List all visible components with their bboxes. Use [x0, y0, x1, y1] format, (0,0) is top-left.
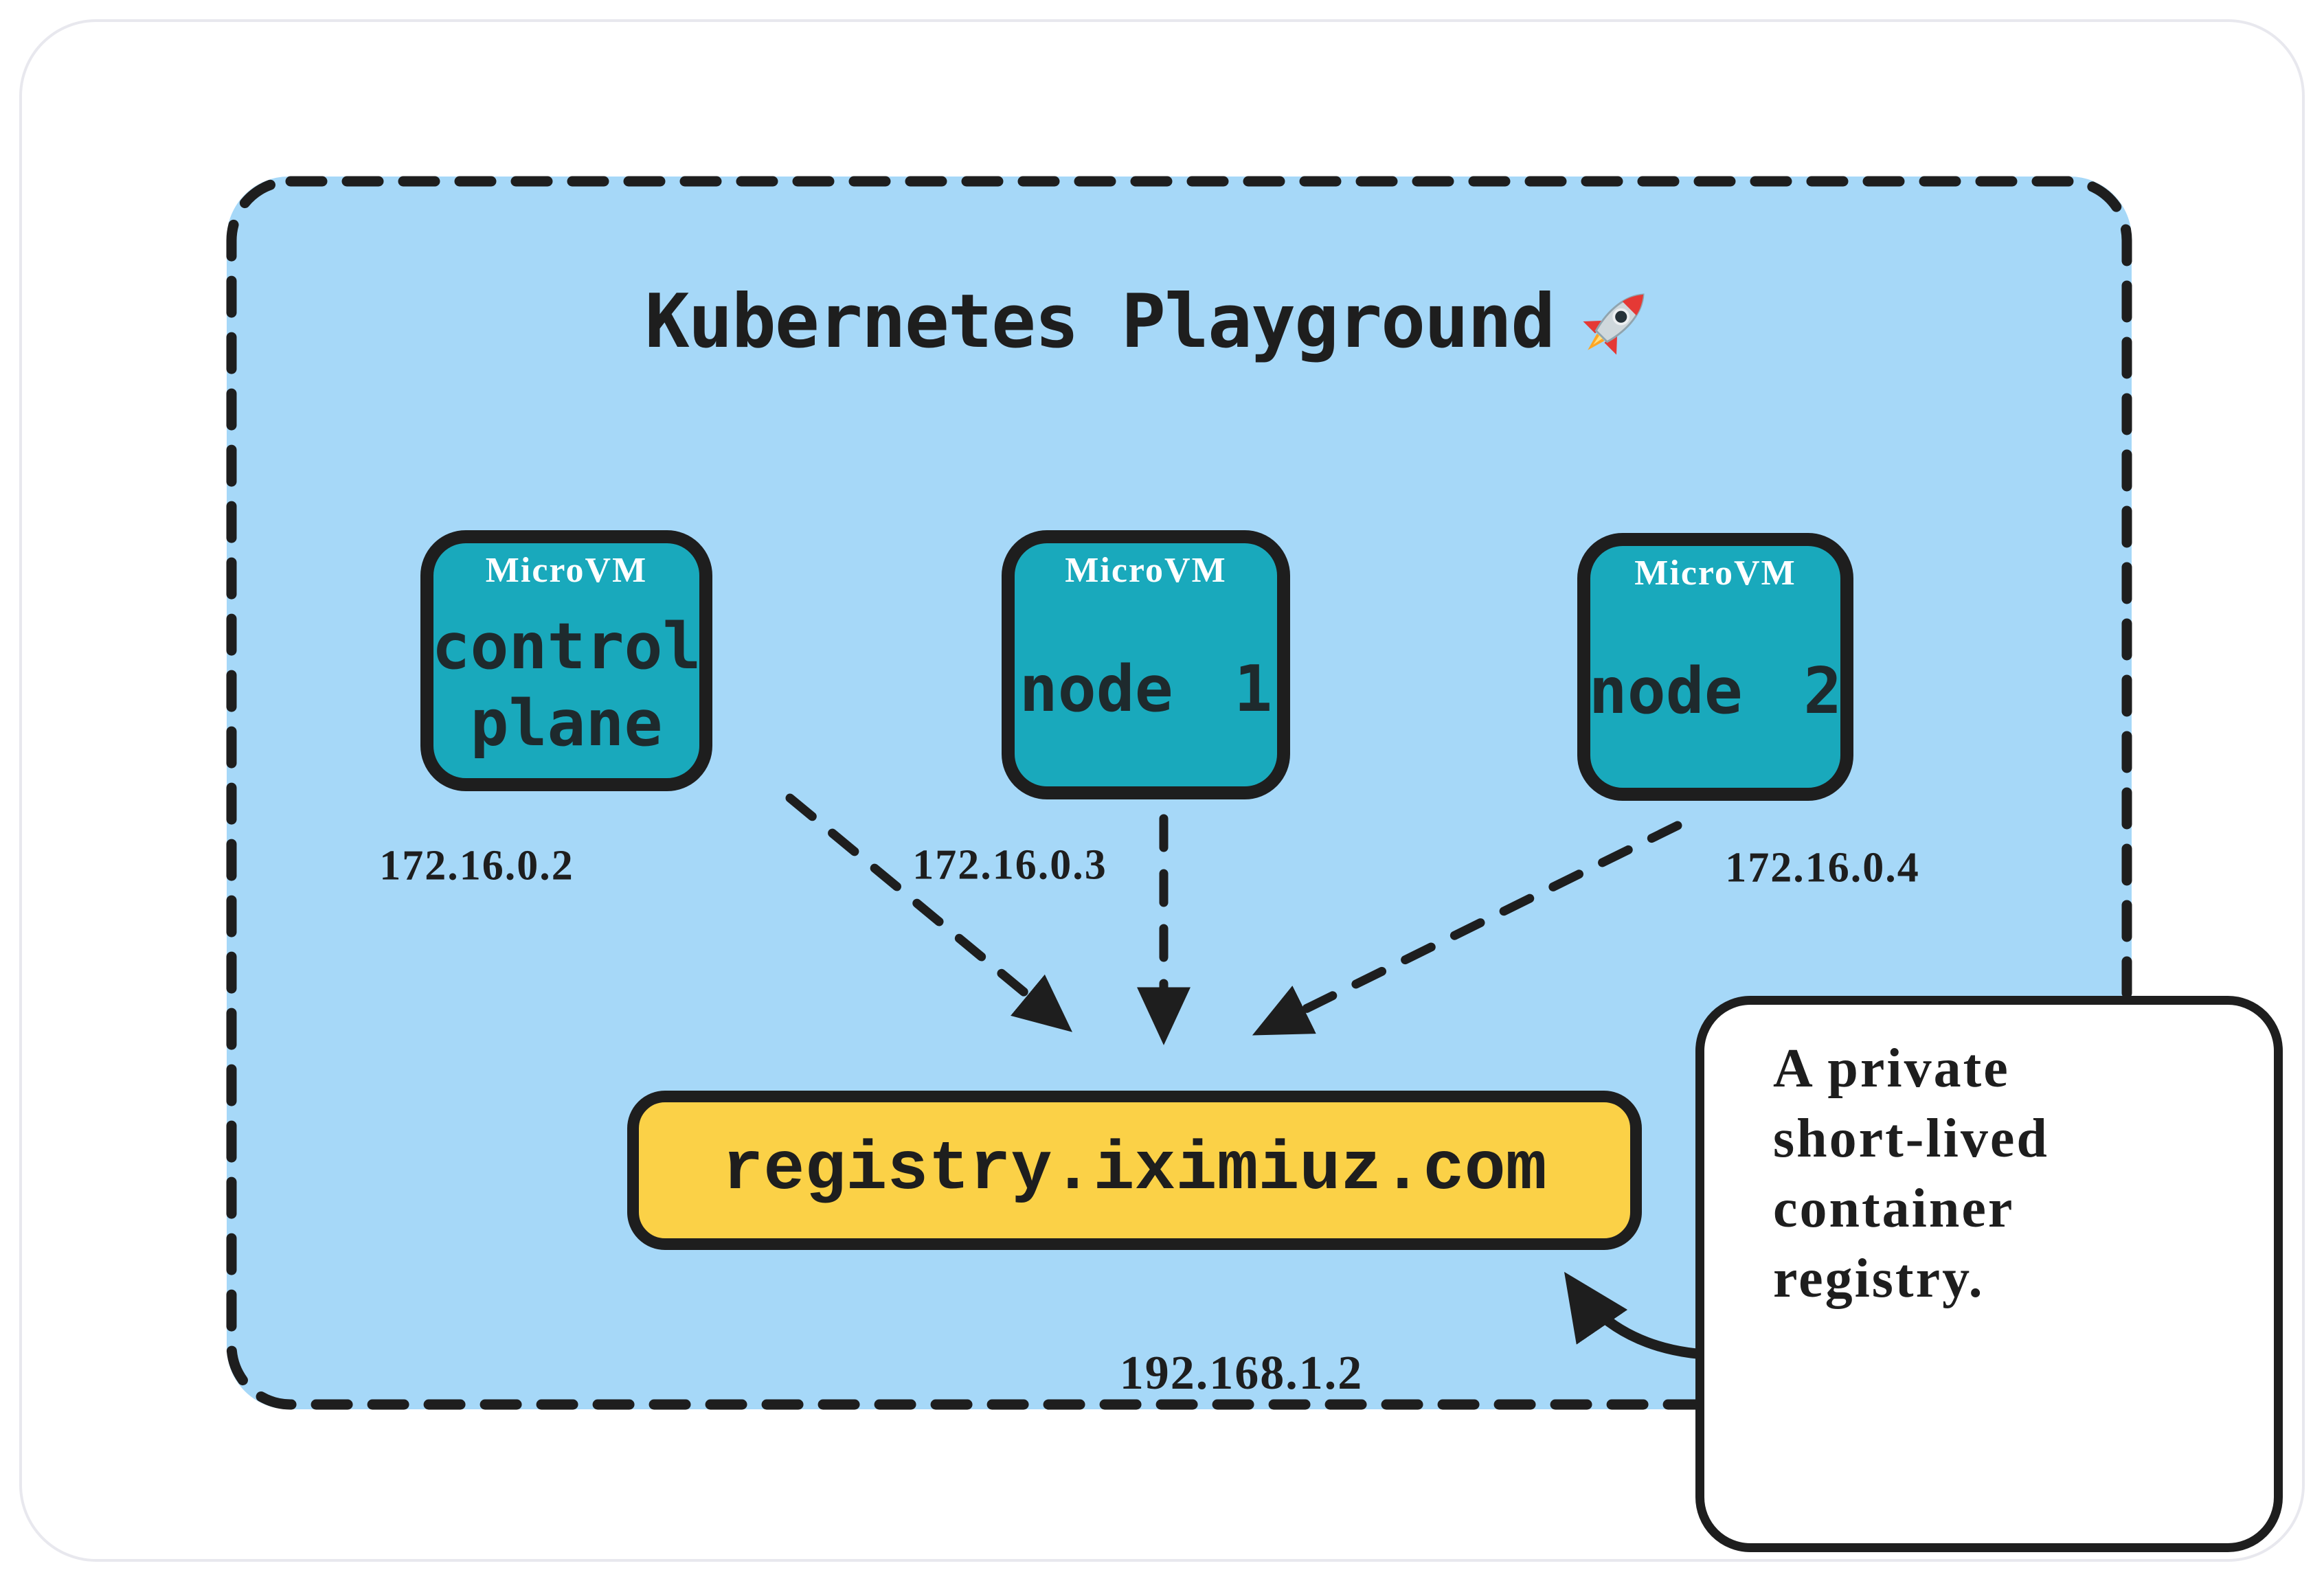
vm-ip-label-node-2: 172.16.0.4 — [1725, 844, 1920, 891]
registry-box: registry.iximiuz.com — [627, 1091, 1642, 1250]
callout-text-line: A private — [1773, 1038, 2010, 1099]
microvm-tag: MicroVM — [1065, 551, 1227, 590]
registry-domain: registry.iximiuz.com — [722, 1131, 1547, 1209]
rocket-nose — [1622, 294, 1644, 316]
diagram-title-row: Kubernetes Playground — [199, 273, 2104, 369]
registry-ip-label: 192.168.1.2 — [1119, 1347, 1364, 1400]
microvm-tag: MicroVM — [485, 551, 648, 590]
callout-text-line: registry. — [1773, 1249, 1985, 1309]
rocket-emoji — [1583, 293, 1645, 355]
vm-name-node-2: node 2 — [1588, 653, 1842, 728]
vm-name-node-1: node 1 — [1019, 651, 1273, 726]
vm-name-line: plane — [470, 685, 663, 760]
rocket-window — [1612, 308, 1630, 326]
vm-ip-label-control-plane: 172.16.0.2 — [379, 842, 574, 889]
microvm-tag: MicroVM — [1634, 554, 1796, 593]
vm-box-node-1: MicroVM node 1 — [1002, 530, 1290, 799]
diagram-title: Kubernetes Playground — [644, 278, 1555, 365]
callout-text-line: short-lived — [1773, 1108, 2049, 1169]
callout-box: A private short-lived container registry… — [1695, 996, 2283, 1552]
callout-text-line: container — [1773, 1179, 2015, 1239]
vm-box-node-2: MicroVM node 2 — [1577, 533, 1853, 801]
vm-ip-label-node-1: 172.16.0.3 — [912, 841, 1107, 889]
vm-name-line: control — [431, 608, 701, 683]
